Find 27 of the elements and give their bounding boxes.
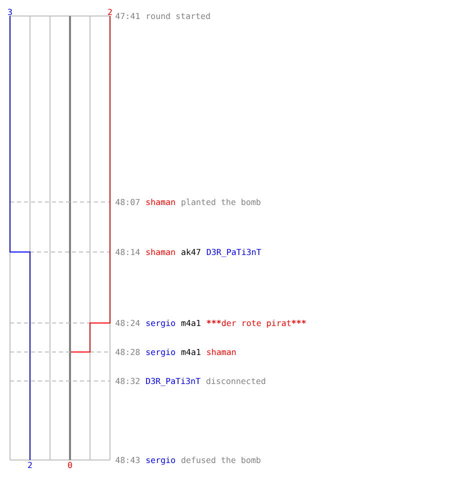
- timestamp: 48:07: [116, 198, 140, 206]
- player-name: sergio: [146, 348, 175, 357]
- event-text: disconnected: [206, 378, 266, 384]
- player-name: D3R_PaTi3nT: [206, 248, 262, 257]
- player-name: shaman: [207, 348, 236, 356]
- timestamp: 48:28: [116, 348, 140, 356]
- event-text: defused the bomb: [181, 456, 260, 464]
- timestamp: 48:14: [116, 248, 140, 256]
- timestamp: 48:32: [116, 378, 140, 384]
- timestamp: 48:43: [116, 456, 140, 464]
- player-count: 0: [68, 462, 72, 468]
- player-name: sergio: [146, 320, 175, 328]
- timestamp: 48:24: [116, 320, 140, 326]
- player-count: 2: [108, 8, 112, 15]
- event-text: round started: [147, 12, 210, 20]
- player-name: shaman: [146, 248, 175, 256]
- player-count: 2: [28, 462, 32, 468]
- weapon-name: m4a1: [181, 348, 200, 356]
- event-text: planted the bomb: [182, 198, 260, 207]
- player-name: D3R_PaTi3nT: [146, 378, 200, 386]
- player-name: ***der rote pirat***: [206, 320, 306, 328]
- weapon-name: ak47: [182, 248, 200, 256]
- player-name: shaman: [146, 198, 175, 206]
- player-name: sergio: [146, 456, 175, 465]
- player-count: 3: [8, 8, 12, 16]
- timestamp: 47:41: [116, 12, 140, 19]
- weapon-name: m4a1: [181, 320, 200, 326]
